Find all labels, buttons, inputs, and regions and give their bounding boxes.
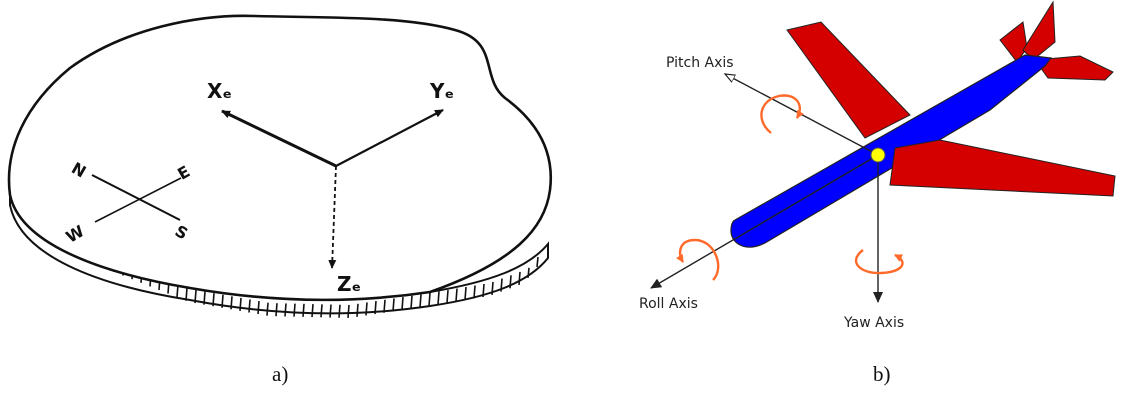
- aircraft-axes-diagram: Pitch Axis Roll Axis Yaw Axis: [639, 0, 1116, 331]
- fuselage: [730, 54, 1053, 248]
- earth-frame-diagram: Xₑ Yₑ Zₑ N E S W: [7, 14, 553, 319]
- pitch-rotation-arrow: [760, 94, 804, 134]
- xe-axis-label: Xₑ: [207, 79, 232, 103]
- pitch-axis-label: Pitch Axis: [666, 55, 734, 71]
- roll-rotation-arrow: [675, 238, 720, 281]
- xe-axis-arrow: [221, 109, 337, 168]
- wing-lower: [889, 139, 1116, 197]
- ye-axis-arrow: [335, 109, 444, 167]
- ze-axis-arrow: [328, 165, 337, 269]
- roll-axis-label: Roll Axis: [639, 296, 698, 312]
- ground-slab-top: [7, 14, 553, 302]
- wing-upper: [786, 21, 911, 139]
- caption-b: b): [873, 362, 891, 386]
- ze-axis-label: Zₑ: [337, 272, 361, 296]
- panel-a-earth-frame: Xₑ Yₑ Zₑ N E S W a): [7, 14, 553, 386]
- roll-axis-line: [650, 154, 879, 289]
- vertical-stabilizer-right: [1022, 0, 1056, 61]
- yaw-rotation-arrow: [855, 249, 904, 275]
- yaw-axis-label: Yaw Axis: [843, 315, 904, 331]
- ye-axis-label: Yₑ: [429, 79, 454, 103]
- panel-b-aircraft-axes: Pitch Axis Roll Axis Yaw Axis b): [565, 0, 1130, 395]
- horizontal-stabilizer: [1034, 55, 1114, 81]
- caption-a: a): [272, 362, 289, 386]
- center-of-gravity: [870, 147, 886, 163]
